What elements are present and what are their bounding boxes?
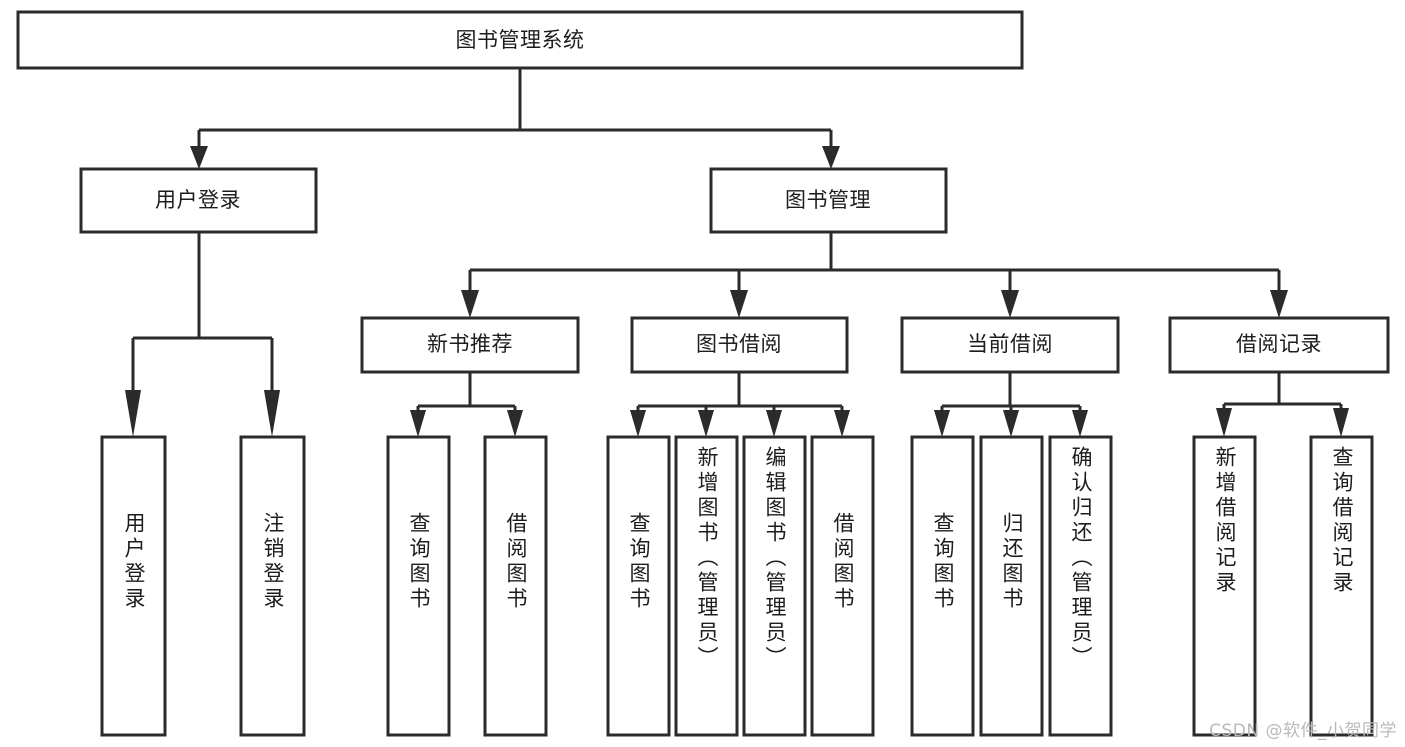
leaf-box-add-book-admin[interactable] <box>674 435 739 737</box>
arrow-head-icon <box>766 410 782 437</box>
arrow-head-icon <box>410 410 426 437</box>
arrow-head-icon <box>834 410 850 437</box>
arrow-head-icon <box>1333 408 1349 437</box>
leaf-box-query-book-1[interactable] <box>386 435 451 737</box>
node-user-login[interactable]: 用户登录 <box>79 167 318 234</box>
node-book-borrow-box[interactable] <box>630 316 849 374</box>
arrow-head-icon <box>1003 410 1019 437</box>
node-current-borrow[interactable]: 当前借阅 <box>900 316 1120 374</box>
node-book-borrow-label: 图书借阅 <box>696 332 782 356</box>
arrow-head-icon <box>507 410 523 437</box>
leaf-group-new-book-recommend <box>386 435 548 737</box>
node-root-box[interactable] <box>16 10 1024 70</box>
arrow-head-icon <box>125 390 141 437</box>
node-borrow-record[interactable]: 借阅记录 <box>1168 316 1390 374</box>
connector-group-book-borrow-leaves <box>630 372 850 437</box>
node-root-label: 图书管理系统 <box>456 28 585 52</box>
node-root-system[interactable]: 图书管理系统 <box>16 10 1024 70</box>
arrow-head-icon <box>461 290 479 318</box>
arrow-head-icon <box>934 410 950 437</box>
leaf-group-borrow-record <box>1192 435 1374 737</box>
node-borrow-record-label: 借阅记录 <box>1236 332 1322 356</box>
leaf-box-query-borrow-record[interactable] <box>1309 435 1374 737</box>
node-new-book-recommend[interactable]: 新书推荐 <box>360 316 580 374</box>
leaf-box-confirm-return-admin[interactable] <box>1048 435 1113 737</box>
arrow-head-icon <box>1072 410 1088 437</box>
arrow-head-icon <box>264 390 280 437</box>
node-current-borrow-box[interactable] <box>900 316 1120 374</box>
leaf-box-query-book-2[interactable] <box>606 435 671 737</box>
connector-group-new-book-leaves <box>410 372 523 437</box>
node-user-login-box[interactable] <box>79 167 318 234</box>
leaf-group-user-login <box>100 435 306 737</box>
leaf-box-user-login[interactable] <box>100 435 167 737</box>
node-user-login-label: 用户登录 <box>155 188 241 212</box>
leaf-box-add-borrow-record[interactable] <box>1192 435 1257 737</box>
leaf-box-return-book[interactable] <box>979 435 1044 737</box>
connector-group-current-borrow-leaves <box>934 372 1088 437</box>
leaf-group-book-borrow <box>606 435 875 737</box>
arrow-head-icon <box>1270 290 1288 318</box>
arrow-head-icon <box>730 290 748 318</box>
arrow-head-icon <box>1001 290 1019 318</box>
node-new-book-recommend-label: 新书推荐 <box>427 332 513 356</box>
leaf-box-borrow-book-1[interactable] <box>483 435 548 737</box>
leaf-group-current-borrow <box>910 435 1113 737</box>
arrow-head-icon <box>822 146 840 169</box>
connector-group-book-mgmt-to-level3 <box>461 232 1288 318</box>
watermark-csdn: CSDN @软件_小贺同学 <box>1209 721 1397 741</box>
node-current-borrow-label: 当前借阅 <box>967 332 1053 356</box>
arrow-head-icon <box>190 146 208 169</box>
connector-group-borrow-record-leaves <box>1216 372 1349 437</box>
leaf-box-borrow-book-2[interactable] <box>810 435 875 737</box>
leaf-box-logout-login[interactable] <box>239 435 306 737</box>
node-new-book-recommend-box[interactable] <box>360 316 580 374</box>
leaf-box-query-book-3[interactable] <box>910 435 975 737</box>
leaf-box-edit-book-admin[interactable] <box>742 435 807 737</box>
arrow-head-icon <box>630 410 646 437</box>
node-book-management-box[interactable] <box>709 167 948 234</box>
arrow-head-icon <box>1216 408 1232 437</box>
connector-group-user-login-leaves <box>125 232 280 437</box>
arrow-head-icon <box>698 410 714 437</box>
node-book-management[interactable]: 图书管理 <box>709 167 948 234</box>
node-book-borrow[interactable]: 图书借阅 <box>630 316 849 374</box>
node-book-management-label: 图书管理 <box>785 188 871 212</box>
node-borrow-record-box[interactable] <box>1168 316 1390 374</box>
connector-group-root-to-level2 <box>190 68 840 169</box>
